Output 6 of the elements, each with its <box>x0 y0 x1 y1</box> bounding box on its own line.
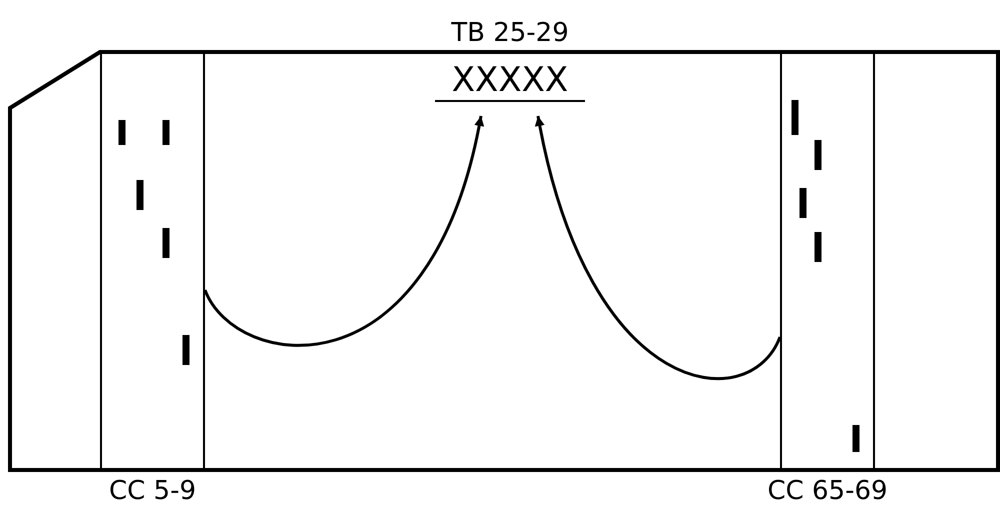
field-value: XXXXX <box>435 60 585 102</box>
field-heading: TB 25-29 <box>450 18 570 48</box>
column-label: CC 5-9 <box>108 476 198 506</box>
arrow <box>535 116 782 380</box>
column-label: CC 65-69 <box>766 476 889 506</box>
arrow <box>204 116 484 347</box>
